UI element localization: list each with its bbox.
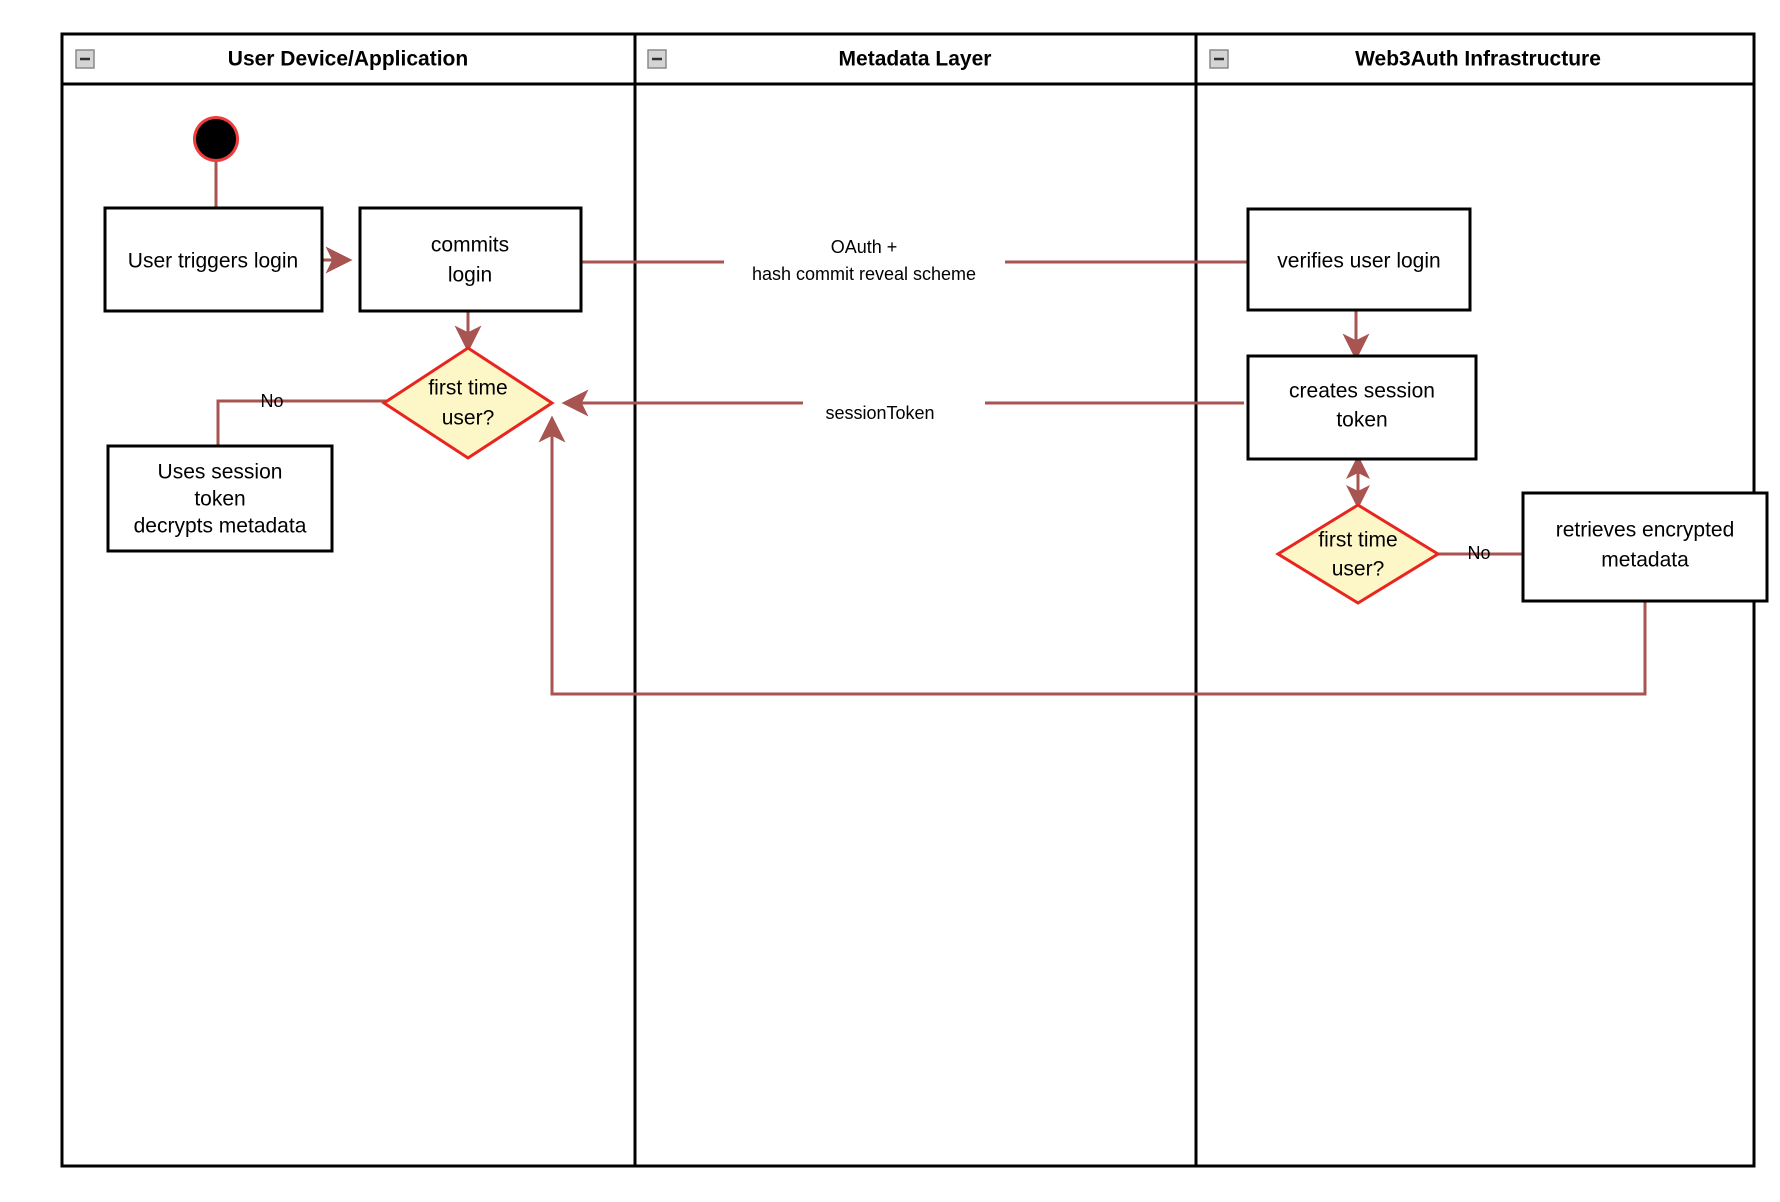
node-label-line-1: first time	[428, 377, 507, 400]
node-label-line-2: token	[1336, 409, 1387, 432]
node-label-line-3: decrypts metadata	[134, 515, 307, 538]
edge-label-no-left: No	[260, 391, 283, 411]
node-label: User triggers login	[128, 250, 298, 273]
node-label-line-1: Uses session	[158, 461, 283, 484]
edge-label-oauth: OAuth + hash commit reveal scheme	[752, 237, 976, 284]
node-creates-session-token[interactable]: creates session token	[1246, 354, 1478, 461]
node-initial-start[interactable]	[193, 116, 239, 162]
node-decision-first-time-user-right[interactable]: first time user?	[1275, 503, 1441, 605]
lane-title-web3auth: Web3Auth Infrastructure	[1355, 48, 1601, 71]
node-label-line-1: first time	[1318, 529, 1397, 552]
lane-title-user-device: User Device/Application	[228, 48, 468, 71]
node-label-line-2: metadata	[1601, 549, 1689, 572]
node-label-line-1: retrieves encrypted	[1556, 519, 1735, 542]
node-label: verifies user login	[1277, 250, 1440, 273]
lane-header-user-device[interactable]: User Device/Application	[75, 48, 468, 71]
node-uses-session-token[interactable]: Uses session token decrypts metadata	[106, 444, 334, 553]
node-label-line-2: login	[448, 264, 492, 287]
lane-header-metadata-layer[interactable]: Metadata Layer	[647, 48, 992, 71]
node-label-line-1: creates session	[1289, 380, 1435, 403]
node-decision-first-time-user-left[interactable]: first time user?	[381, 346, 555, 460]
swimlane-frame	[60, 32, 1756, 1168]
lane-header-web3auth[interactable]: Web3Auth Infrastructure	[1209, 48, 1601, 71]
edge-retrieves-metadata-return-to-decision	[538, 415, 1647, 696]
node-label-line-2: token	[194, 488, 245, 511]
edge-label-line-1: OAuth +	[831, 237, 898, 257]
edge-label-session-token: sessionToken	[825, 403, 934, 423]
node-commits-login[interactable]: commits login	[358, 206, 583, 313]
edge-decision-no-to-uses-session-token	[216, 399, 395, 446]
node-label-line-1: commits	[431, 234, 509, 257]
node-label-line-2: user?	[1332, 558, 1385, 581]
collapse-minus-icon[interactable]	[1209, 49, 1229, 69]
collapse-minus-icon[interactable]	[75, 49, 95, 69]
node-user-triggers-login[interactable]: User triggers login	[103, 206, 324, 313]
node-label-line-2: user?	[442, 407, 495, 430]
edge-label-no-right: No	[1467, 543, 1490, 563]
node-verifies-user-login[interactable]: verifies user login	[1246, 207, 1472, 312]
edge-label-line-2: hash commit reveal scheme	[752, 264, 976, 284]
lane-title-metadata-layer: Metadata Layer	[839, 48, 992, 71]
collapse-minus-icon[interactable]	[647, 49, 667, 69]
node-retrieves-encrypted-metadata[interactable]: retrieves encrypted metadata	[1521, 491, 1769, 603]
